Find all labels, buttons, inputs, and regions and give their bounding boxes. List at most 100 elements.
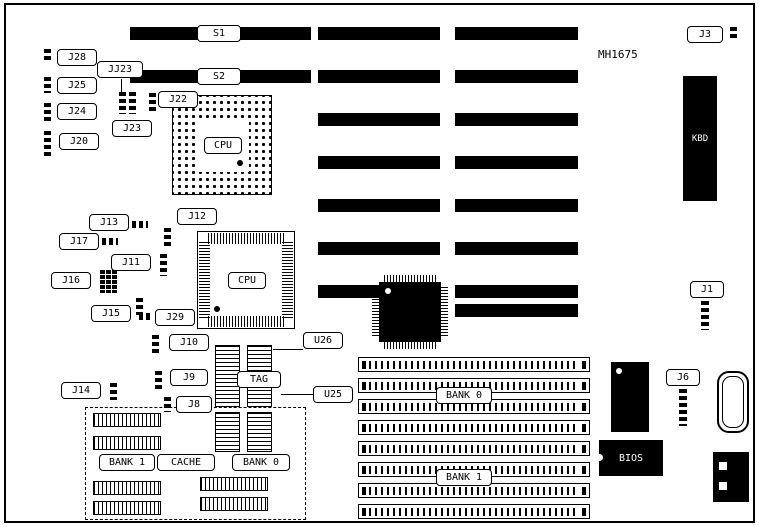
- simm-socket: [358, 357, 590, 372]
- pin-header-j24: [44, 103, 51, 123]
- pin-header-j6: [679, 389, 687, 426]
- qfp-pin1-dot: [214, 306, 220, 312]
- jumper-label-j22: J22: [158, 91, 198, 108]
- simm-socket: [358, 441, 590, 456]
- pin-header-j29: [139, 313, 153, 320]
- chip-label-u25: U25: [313, 386, 353, 403]
- isa-slot-bar: [455, 27, 578, 40]
- slot-label-s2: S2: [197, 68, 241, 85]
- simm-bank1-label: BANK 1: [436, 469, 492, 486]
- jumper-label-j6: J6: [666, 369, 700, 386]
- pin-header-j8: [164, 397, 171, 412]
- pin-block-j16: [100, 270, 117, 293]
- cache-sram-chip: [200, 477, 268, 491]
- board-outline: [4, 3, 755, 523]
- jumper-label-j29: J29: [155, 309, 195, 326]
- chipset-pins-left: [372, 287, 379, 337]
- jumper-label-j14: J14: [61, 382, 101, 399]
- jumper-label-j1: J1: [690, 281, 724, 298]
- cpu-pga-socket: CPU: [172, 95, 272, 195]
- jumper-label-j28: J28: [57, 49, 97, 66]
- pin-header-j17: [102, 238, 118, 245]
- isa-slot-bar: [318, 70, 440, 83]
- battery: [717, 371, 749, 433]
- jumper-label-j9: J9: [170, 369, 208, 386]
- pin-header-j1: [701, 301, 709, 330]
- jumper-label-j3: J3: [687, 26, 723, 43]
- isa-slot-bar: [455, 156, 578, 169]
- pin-header-j3: [730, 27, 737, 41]
- jumper-label-j11: J11: [111, 254, 151, 271]
- simm-socket: [358, 504, 590, 519]
- qfp-pins-left: [199, 242, 210, 318]
- pin-header-j23-a: [119, 92, 126, 114]
- chipset-pins-bottom: [384, 342, 436, 349]
- cache-label: CACHE: [157, 454, 215, 471]
- leader-line-u26: [273, 349, 303, 350]
- isa-slot-bar: [455, 304, 578, 317]
- pin-header-j13: [132, 221, 148, 228]
- cache-sram-chip: [200, 497, 268, 511]
- jumper-label-j15: J15: [91, 305, 131, 322]
- bios-chip: BIOS: [596, 440, 663, 476]
- pin-header-j28: [44, 49, 51, 63]
- isa-slot-bar: [318, 242, 440, 255]
- pin-header-j22: [149, 93, 156, 111]
- slot-label-s1: S1: [197, 25, 241, 42]
- chip-label-u26: U26: [303, 332, 343, 349]
- leader-line-u25: [281, 394, 313, 395]
- jumper-label-j20: J20: [59, 133, 99, 150]
- isa-slot-bar: [455, 285, 578, 298]
- pin-header-j15: [136, 298, 143, 315]
- pin-header-j10: [152, 335, 159, 354]
- cpu-qfp-chip: CPU: [197, 231, 295, 329]
- jumper-label-j23: J23: [112, 120, 152, 137]
- isa-slot-bar: [318, 199, 440, 212]
- cache-bank0-label: BANK 0: [232, 454, 290, 471]
- leader-line: [121, 79, 122, 92]
- cache-sram-chip: [247, 412, 272, 452]
- pin-header-j23-b: [129, 92, 136, 114]
- isa-slot-bar: [455, 242, 578, 255]
- chipset-qfp: [372, 275, 448, 349]
- cpu-socket-label: CPU: [204, 137, 242, 154]
- dip-pin1-dot: [616, 368, 622, 374]
- isa-slot-bar: [318, 156, 440, 169]
- qfp-pins-bottom: [208, 316, 284, 327]
- jumper-label-j13: J13: [89, 214, 129, 231]
- isa-slot-bar: [455, 113, 578, 126]
- cache-bank1-label: BANK 1: [99, 454, 155, 471]
- power-connector: [713, 452, 749, 502]
- bios-label: BIOS: [618, 452, 644, 464]
- cache-sram-chip: [215, 412, 240, 452]
- jumper-label-j10: J10: [169, 334, 209, 351]
- jumper-label-j17: J17: [59, 233, 99, 250]
- cpu-pin1-dot: [237, 160, 243, 166]
- pin-header-j20: [44, 131, 51, 157]
- isa-slot-bar: [318, 113, 440, 126]
- isa-slot-bar: [455, 199, 578, 212]
- dip-chip: [611, 362, 649, 432]
- pin-header-j14: [110, 383, 117, 400]
- chipset-pin1-dot: [385, 288, 391, 294]
- kbd-label: KBD: [691, 133, 709, 144]
- jumper-label-j16: J16: [51, 272, 91, 289]
- cache-sram-chip: [93, 436, 161, 450]
- jumper-label-j25: J25: [57, 77, 97, 94]
- keyboard-connector: KBD: [683, 76, 717, 201]
- simm-bank0-label: BANK 0: [436, 387, 492, 404]
- pin-header-j25: [44, 77, 51, 93]
- jumper-label-jj23: JJ23: [97, 61, 143, 78]
- simm-socket: [358, 420, 590, 435]
- cache-sram-chip: [93, 481, 161, 495]
- qfp-pins-top: [208, 233, 284, 244]
- chipset-pins-top: [384, 275, 436, 282]
- isa-slot-bar: [318, 27, 440, 40]
- pin-header-j11: [160, 254, 167, 276]
- pin-header-j12: [164, 228, 171, 246]
- cache-sram-chip: [93, 413, 161, 427]
- chipset-pins-right: [441, 287, 448, 337]
- qfp-pins-right: [282, 242, 293, 318]
- jumper-label-j8: J8: [176, 396, 212, 413]
